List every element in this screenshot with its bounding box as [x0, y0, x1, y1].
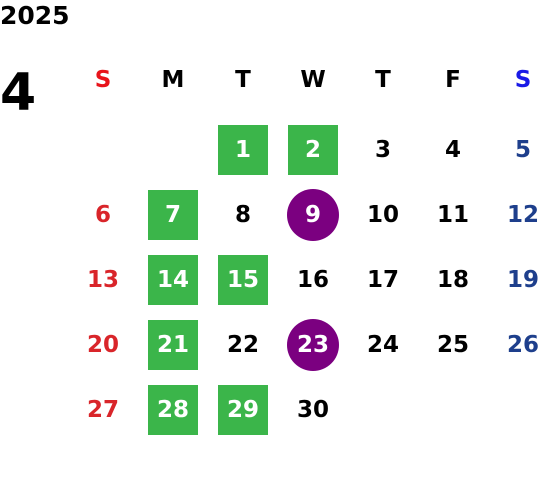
date-cell-16[interactable]: 16: [296, 267, 329, 293]
date-cell-25[interactable]: 25: [436, 332, 469, 358]
date-cell-24[interactable]: 24: [366, 332, 399, 358]
date-cell-26[interactable]: 26: [506, 332, 539, 358]
date-cell-17[interactable]: 17: [366, 267, 399, 293]
date-cell-15[interactable]: 15: [218, 255, 268, 305]
weekday-header-sunday: S: [94, 67, 112, 93]
date-cell-2[interactable]: 2: [288, 125, 338, 175]
weekday-header-tuesday: T: [235, 67, 251, 93]
date-cell-30[interactable]: 30: [296, 397, 329, 423]
date-cell-12[interactable]: 12: [506, 202, 539, 228]
weekday-header-monday: M: [161, 67, 185, 93]
date-cell-21[interactable]: 21: [148, 320, 198, 370]
date-cell-7[interactable]: 7: [148, 190, 198, 240]
date-cell-18[interactable]: 18: [436, 267, 469, 293]
date-cell-8[interactable]: 8: [234, 202, 251, 228]
weekday-header-wednesday: W: [300, 67, 326, 93]
date-cell-19[interactable]: 19: [506, 267, 539, 293]
date-cell-6[interactable]: 6: [94, 202, 111, 228]
date-cell-22[interactable]: 22: [226, 332, 259, 358]
date-cell-4[interactable]: 4: [444, 137, 461, 163]
date-cell-29[interactable]: 29: [218, 385, 268, 435]
date-cell-3[interactable]: 3: [374, 137, 391, 163]
date-cell-23[interactable]: 23: [287, 319, 339, 371]
month-number: 4: [0, 63, 37, 123]
year-label: 2025: [0, 1, 70, 30]
date-cell-14[interactable]: 14: [148, 255, 198, 305]
date-cell-20[interactable]: 20: [86, 332, 119, 358]
date-cell-1[interactable]: 1: [218, 125, 268, 175]
weekday-header-friday: F: [445, 67, 461, 93]
date-cell-9[interactable]: 9: [287, 189, 339, 241]
date-cell-28[interactable]: 28: [148, 385, 198, 435]
date-cell-13[interactable]: 13: [86, 267, 119, 293]
weekday-header-saturday: S: [514, 67, 532, 93]
date-cell-27[interactable]: 27: [86, 397, 119, 423]
date-cell-11[interactable]: 11: [436, 202, 469, 228]
weekday-header-thursday: T: [375, 67, 391, 93]
date-cell-5[interactable]: 5: [514, 137, 531, 163]
date-cell-10[interactable]: 10: [366, 202, 399, 228]
